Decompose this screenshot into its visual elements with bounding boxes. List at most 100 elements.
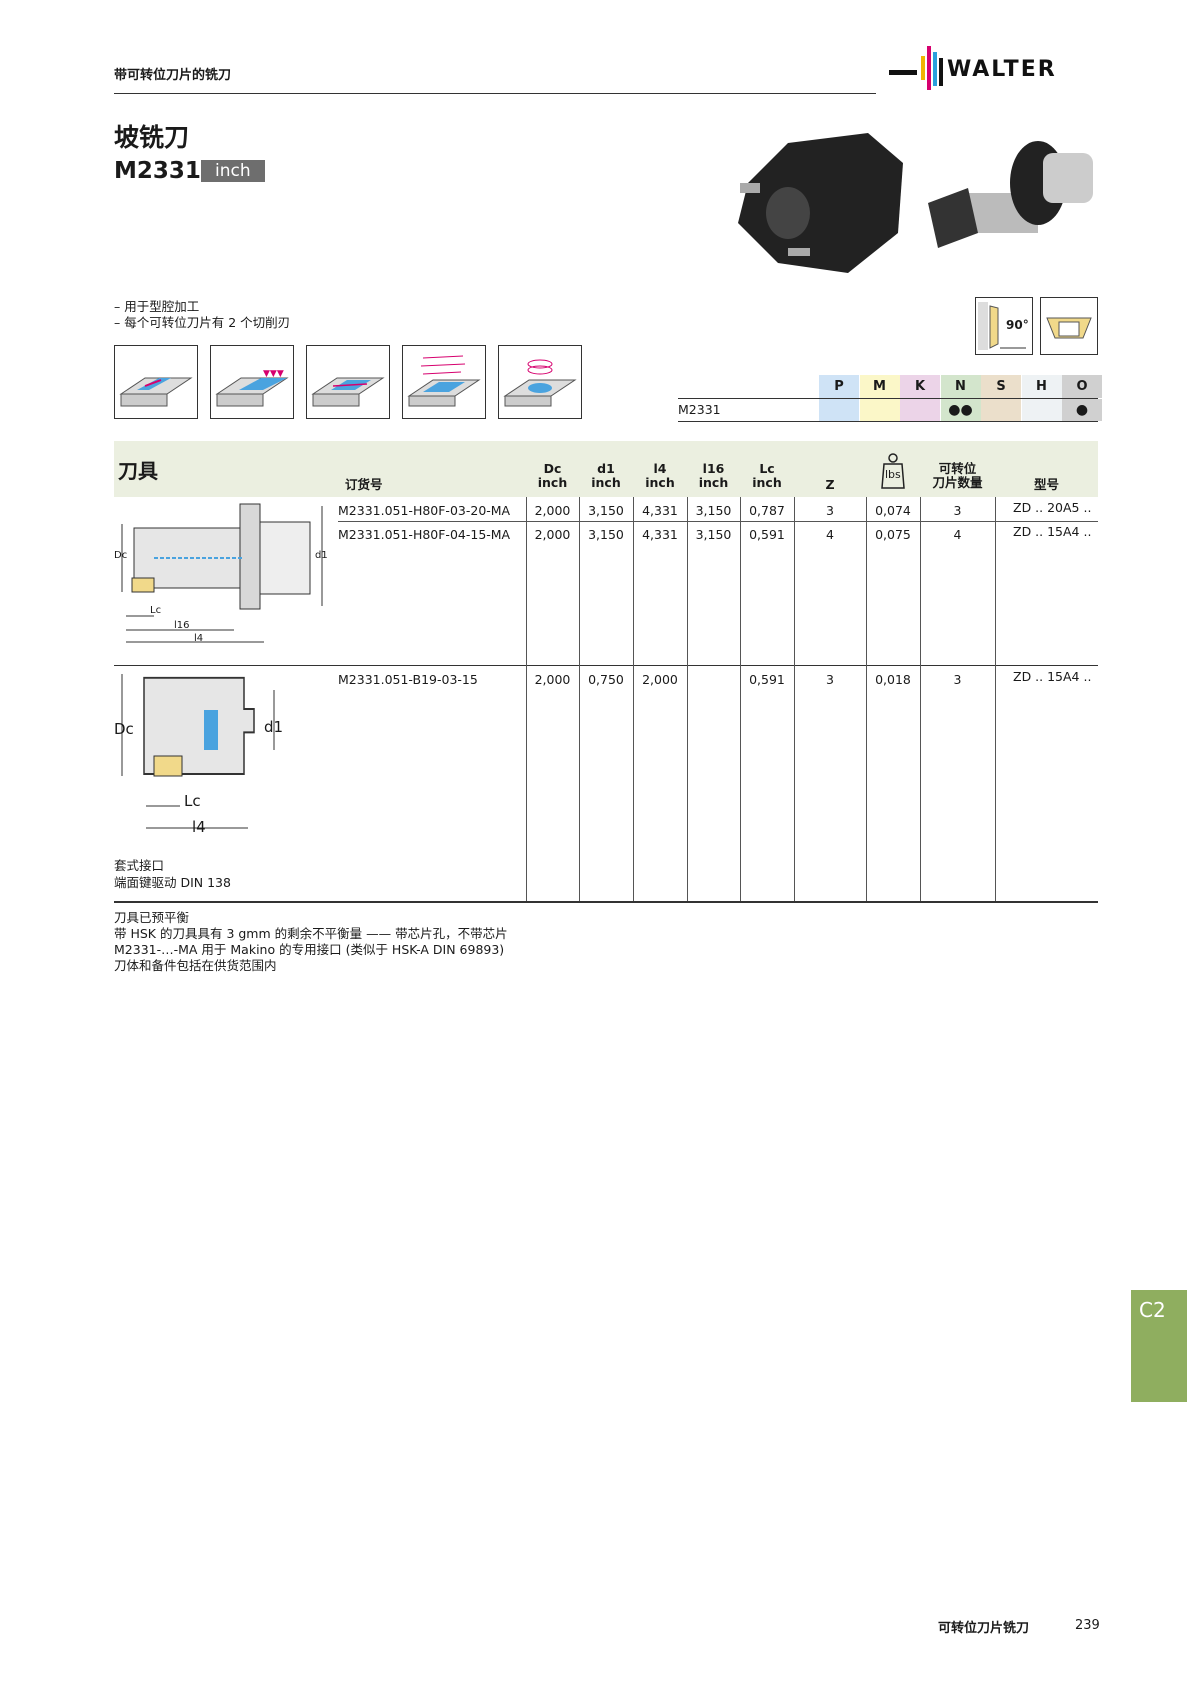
weight-icon: lbs bbox=[880, 452, 906, 494]
note: M2331-…-MA 用于 Makino 的专用接口 (类似于 HSK-A DI… bbox=[114, 942, 505, 957]
cell-dc: 2,000 bbox=[534, 527, 571, 542]
material-O-suitability: ● bbox=[1062, 399, 1102, 421]
feature-item: – 用于型腔加工 bbox=[114, 299, 200, 314]
cell-inserts: 3 bbox=[953, 672, 962, 687]
material-K-suitability bbox=[900, 399, 940, 421]
table-header-band bbox=[114, 441, 1098, 497]
cell-d1: 3,150 bbox=[588, 527, 624, 542]
column-divider bbox=[526, 497, 527, 901]
cell-type: ZD .. 15A4 .. bbox=[1013, 524, 1092, 539]
cell-type: ZD .. 15A4 .. bbox=[1013, 669, 1092, 684]
material-M: M bbox=[859, 375, 900, 398]
hsk-tool-drawing: Dc d1 Lc l16 l4 bbox=[114, 500, 329, 650]
material-P-suitability bbox=[819, 399, 859, 421]
order-number[interactable]: M2331.051-H80F-04-15-MA bbox=[338, 527, 511, 542]
cell-inserts: 3 bbox=[953, 503, 962, 518]
note: 带 HSK 的刀具具有 3 gmm 的剩余不平衡量 —— 带芯片孔，不带芯片 bbox=[114, 926, 508, 941]
column-divider bbox=[740, 497, 741, 901]
cell-weight: 0,074 bbox=[875, 503, 911, 518]
order-number[interactable]: M2331.051-B19-03-15 bbox=[338, 672, 478, 687]
note: 刀体和备件包括在供货范围内 bbox=[114, 958, 277, 973]
material-row-label: M2331 bbox=[678, 402, 721, 417]
walter-logo: WALTER bbox=[889, 42, 1099, 94]
label-lc: Lc bbox=[184, 792, 201, 810]
cell-dc: 2,000 bbox=[534, 503, 571, 518]
material-O: O bbox=[1062, 375, 1102, 398]
helical-interpolation-icon bbox=[498, 345, 582, 419]
material-S-suitability bbox=[981, 399, 1021, 421]
material-H: H bbox=[1021, 375, 1062, 398]
cell-l4: 4,331 bbox=[642, 527, 678, 542]
note: 刀具已预平衡 bbox=[114, 910, 190, 925]
cell-type: ZD .. 20A5 .. bbox=[1013, 500, 1092, 515]
weight-unit: lbs bbox=[885, 468, 901, 481]
material-rule bbox=[678, 421, 1098, 422]
cell-z: 3 bbox=[826, 672, 834, 687]
insert-shape-icon bbox=[1040, 297, 1098, 355]
label-d1: d1 bbox=[264, 718, 284, 736]
order-number[interactable]: M2331.051-H80F-03-20-MA bbox=[338, 503, 511, 518]
angle-label: 90° bbox=[1006, 318, 1029, 332]
shoulder-milling-icon: ▼▼▼ bbox=[210, 345, 294, 419]
column-divider bbox=[633, 497, 634, 901]
table-bottom-rule bbox=[114, 901, 1098, 903]
svg-text:WALTER: WALTER bbox=[947, 57, 1057, 82]
cell-weight: 0,018 bbox=[875, 672, 911, 687]
header-order-number: 订货号 bbox=[345, 477, 383, 492]
cell-d1: 0,750 bbox=[588, 672, 624, 687]
material-rule bbox=[678, 398, 1098, 399]
column-divider bbox=[866, 497, 867, 901]
page-title: 坡铣刀 bbox=[114, 123, 190, 152]
cell-dc: 2,000 bbox=[534, 672, 571, 687]
header-z: Z bbox=[825, 477, 835, 492]
feature-item: – 每个可转位刀片有 2 个切削刃 bbox=[114, 315, 291, 330]
cell-lc: 0,591 bbox=[749, 672, 785, 687]
header-inserts: 可转位刀片数量 bbox=[932, 461, 983, 490]
cell-l4: 4,331 bbox=[642, 503, 678, 518]
header-type: 型号 bbox=[1033, 477, 1059, 492]
table-section-title: 刀具 bbox=[118, 459, 158, 483]
section-divider bbox=[114, 665, 1098, 666]
column-divider bbox=[687, 497, 688, 901]
label-lc: Lc bbox=[150, 605, 162, 616]
material-K: K bbox=[900, 375, 940, 398]
material-S: S bbox=[981, 375, 1021, 398]
chapter-tab-label: C2 bbox=[1139, 1298, 1166, 1322]
cell-z: 4 bbox=[826, 527, 834, 542]
footer-title: 可转位刀片铣刀 bbox=[938, 1621, 1030, 1636]
material-M-suitability bbox=[859, 399, 900, 421]
column-divider bbox=[579, 497, 580, 901]
material-P: P bbox=[819, 375, 859, 398]
pocket-milling-icon bbox=[402, 345, 486, 419]
label-dc: Dc bbox=[114, 720, 134, 738]
label-dc: Dc bbox=[114, 550, 128, 561]
material-H-suitability bbox=[1021, 399, 1062, 421]
chapter-tab[interactable]: C2 bbox=[1131, 1290, 1187, 1402]
cell-z: 3 bbox=[826, 503, 834, 518]
row-divider bbox=[338, 521, 1098, 522]
unit-badge: inch bbox=[201, 160, 265, 182]
section-header: 带可转位刀片的铣刀 bbox=[114, 68, 232, 83]
insert-angle-icon: 90° bbox=[975, 297, 1033, 355]
material-N-suitability: ●● bbox=[940, 399, 981, 421]
column-divider bbox=[920, 497, 921, 901]
shell-caption: 套式接口 bbox=[114, 858, 165, 873]
cell-inserts: 4 bbox=[953, 527, 962, 542]
cell-lc: 0,787 bbox=[749, 503, 785, 518]
label-d1: d1 bbox=[315, 550, 328, 561]
column-divider bbox=[995, 497, 996, 901]
slot-milling-icon bbox=[114, 345, 198, 419]
cell-lc: 0,591 bbox=[749, 527, 785, 542]
product-image bbox=[728, 123, 1098, 279]
svg-text:▼▼▼: ▼▼▼ bbox=[263, 369, 284, 379]
cell-l4: 2,000 bbox=[642, 672, 678, 687]
shell-tool-drawing: Dc d1 Lc l4 bbox=[114, 670, 294, 840]
label-l4: l4 bbox=[194, 633, 204, 644]
cell-l16: 3,150 bbox=[695, 527, 732, 542]
